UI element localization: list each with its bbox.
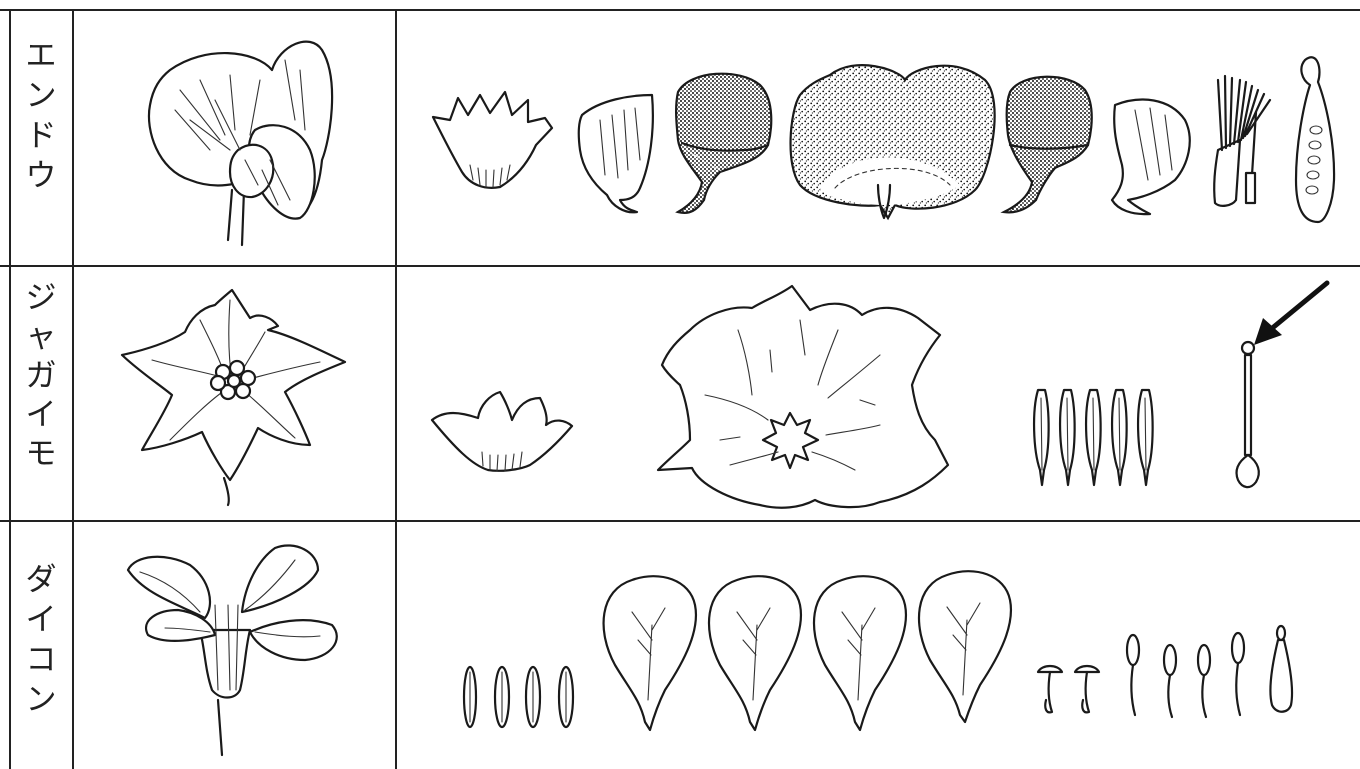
radish-petals [604, 571, 1011, 730]
potato-calyx [432, 392, 572, 471]
pea-wing-petal-left [579, 95, 653, 212]
row-label-radish: ダイコン [26, 562, 57, 718]
pea-calyx [433, 92, 552, 188]
pea-keel-petal-left [676, 74, 771, 213]
radish-petal-4 [919, 571, 1011, 722]
pea-whole-flower [149, 42, 332, 245]
radish-petal-1 [604, 576, 696, 730]
row-label-potato: ジャガイモ [26, 280, 57, 472]
row-label-potato-text: ジャガイモ [26, 280, 57, 472]
potato-whole-flower [122, 290, 345, 505]
pea-wing-petal-right [1112, 100, 1190, 215]
radish-petal-3 [814, 576, 906, 730]
pea-pistil [1296, 57, 1334, 222]
potato-pistil [1236, 342, 1258, 487]
potato-corolla [658, 286, 948, 508]
radish-short-stamens [1038, 666, 1099, 712]
stigma-arrow [1254, 283, 1327, 345]
pea-keel-petal-right [1004, 77, 1092, 213]
row-label-radish-text: ダイコン [26, 562, 57, 718]
radish-pistil [1270, 626, 1292, 712]
radish-whole-flower [128, 545, 337, 755]
potato-stamens [1034, 390, 1153, 485]
pea-stamen-tube [1214, 76, 1270, 206]
row-label-pea-text: エンドウ [26, 38, 57, 194]
radish-long-stamens [1127, 633, 1244, 717]
radish-petal-2 [709, 576, 801, 730]
row-label-pea: エンドウ [26, 38, 57, 194]
radish-sepals [464, 667, 573, 727]
pea-standard-petal [791, 65, 995, 218]
